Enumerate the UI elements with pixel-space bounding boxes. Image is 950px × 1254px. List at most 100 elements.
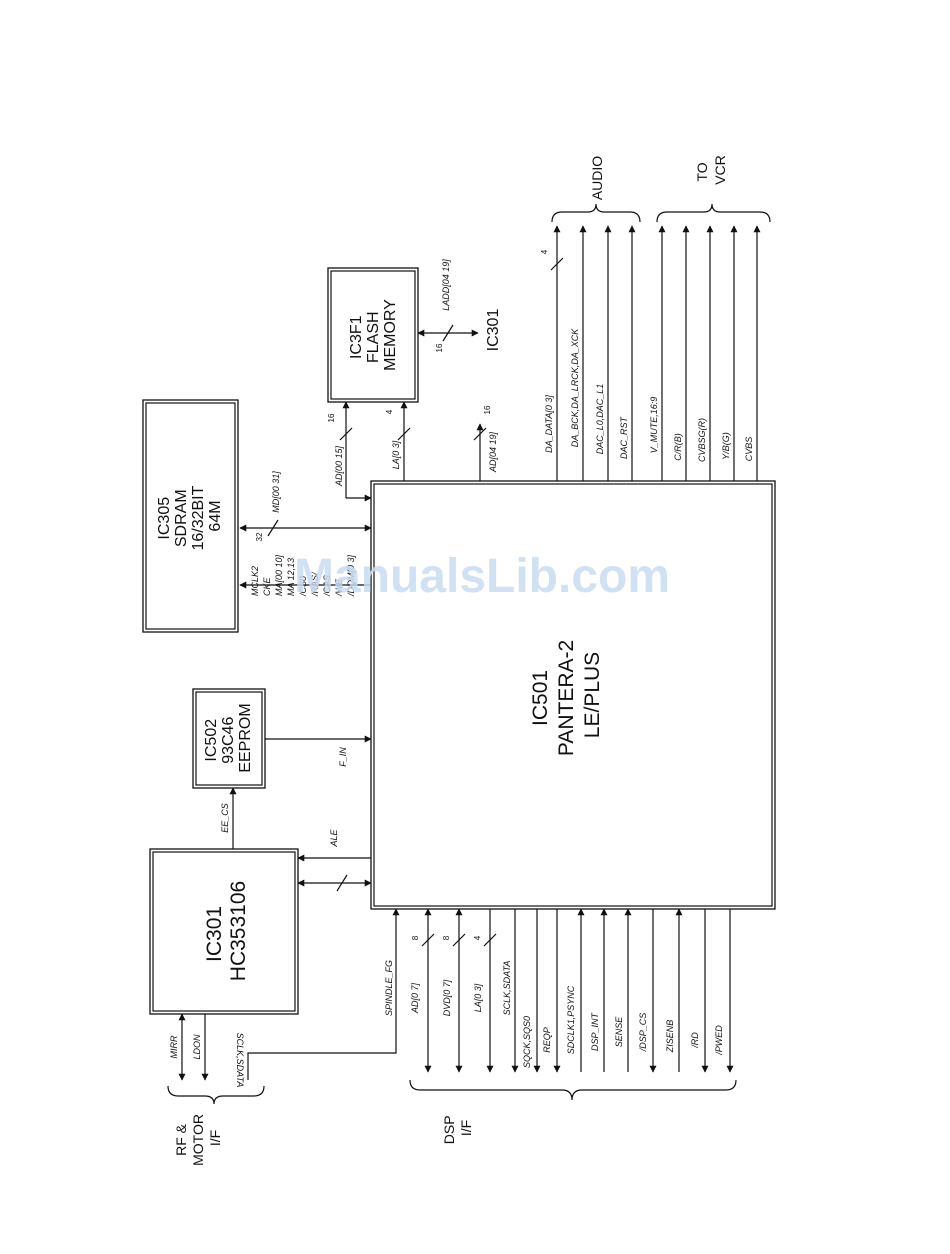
sense-signal: SENSE (614, 1016, 624, 1048)
zisenb-signal: ZISENB (665, 1020, 675, 1054)
ybg-signal: Y/B(G) (721, 432, 731, 460)
vcr-group-label: TO VCR (694, 155, 728, 185)
mirr-signal: MIRR (169, 1035, 179, 1058)
ic305-line-2: SDRAM (173, 489, 190, 547)
flash-la-signal: LA[0 3] (391, 440, 401, 469)
sdram-ctrl-cas: /CAS (322, 575, 332, 597)
ic3f1-block (327, 267, 419, 403)
ic501-label: IC501 PANTERA-2 LE/PLUS (529, 634, 604, 756)
sdclk-signal: SDCLK1,PSYNC (566, 985, 576, 1054)
ad0419-slash (473, 427, 487, 441)
ic3f1-line-3: MEMORY (382, 299, 399, 371)
ic3f1-line-2: FLASH (365, 311, 382, 363)
ic3f1-line-1: IC3F1 (348, 315, 365, 359)
watermark-text: ManualsLib.com (294, 550, 670, 603)
ic502-block (192, 688, 266, 789)
da-data-width: 4 (540, 249, 549, 254)
dsp-label-line-1: DSP (441, 1116, 457, 1145)
ic305-block-inner (145, 402, 236, 630)
cvbs-signal: CVBS (744, 437, 754, 462)
ldon-signal: LDON (192, 1034, 202, 1060)
ic502-line-3: EEPROM (237, 703, 254, 772)
ale-signal: ALE (329, 828, 339, 847)
vcr-brace (656, 203, 771, 223)
spindle-fg-line (247, 908, 400, 1080)
ic305-line-1: IC305 (156, 497, 173, 540)
rf-label-line-2: MOTOR (190, 1114, 206, 1166)
ic301-line-1: IC301 (203, 906, 226, 962)
ic501-line-1: IC501 (529, 670, 552, 726)
cvbsg-signal: CVBSG(R) (697, 418, 707, 462)
vcr-label-line-1: TO (694, 162, 710, 181)
ladd-slash (442, 324, 454, 342)
sdram-ctrl-cs0: /CS0 (298, 576, 308, 597)
dac-l-signal: DAC_L0,DAC_L1 (595, 384, 605, 455)
flash-la-width: 4 (385, 409, 394, 414)
ad07-signal: AD[0 7] (410, 982, 420, 1014)
ic301-block (149, 848, 299, 1015)
rf-label-line-1: RF & (173, 1123, 189, 1156)
rd-signal: /RD (690, 1032, 700, 1049)
audio-brace (551, 203, 641, 223)
ad07-slash (421, 933, 435, 947)
sclk-sdata-signal: SCLK,SDATA (502, 961, 512, 1016)
dvd07-slash (452, 933, 466, 947)
ic501-block (370, 480, 776, 910)
sdram-ctrl-ma0010: MA[00 10] (274, 554, 284, 596)
flash-ad-signal: AD[00 15] (334, 445, 344, 487)
reqp-signal: REQP (542, 1027, 552, 1053)
dsp-brace (409, 1079, 737, 1101)
rf-label-line-3: I/F (207, 1130, 223, 1146)
ic502-line-1: IC502 (203, 719, 220, 762)
da-bck-signal: DA_BCK,DA_LRCK,DA_XCK (570, 328, 580, 448)
sdram-ctrl-cke: CKE (262, 576, 272, 596)
ic305-line-4: 64M (207, 500, 224, 531)
sdram-ctrl-ras: /RAS/ (310, 571, 320, 597)
ic301-line-2: HC353106 (227, 881, 250, 981)
sdram-ctrl-mclk2: MCLK2 (250, 566, 260, 596)
da-data-signal: DA_DATA[0 3] (544, 395, 554, 453)
ic301-ref-label: IC301 (485, 309, 502, 352)
ic305-block (142, 399, 239, 633)
ic301-bus-slash (336, 874, 348, 892)
ic502-line-2: 93C46 (220, 717, 237, 764)
sclk-sdata-rev-signal: SCLK,SDATA (235, 1033, 245, 1088)
ic501-block-inner (373, 483, 773, 907)
pwed-signal: /PWED (714, 1025, 724, 1056)
ad07-width: 8 (411, 935, 420, 940)
sdram-ctrl-we: /WE (334, 578, 344, 597)
ladd-signal: LADD[04 19] (441, 259, 451, 311)
ic3f1-block-inner (330, 270, 416, 400)
la03-signal: LA[0 3] (473, 983, 483, 1012)
ic3f1-label: IC3F1 FLASH MEMORY (348, 299, 399, 371)
md-slash (267, 519, 279, 537)
sdram-ctrl-ma1213: MA 12,13 (286, 558, 296, 596)
la03-slash (483, 933, 497, 947)
crb-signal: C/R(B) (673, 433, 683, 461)
ic502-block-inner (195, 691, 263, 786)
sdram-ctrl-group: MCLK2 CKE MA[00 10] MA 12,13 /CS0 /RAS/ … (250, 554, 356, 597)
rf-brace (167, 1085, 265, 1105)
vcr-label-line-2: VCR (712, 155, 728, 185)
md-width: 32 (255, 532, 264, 541)
ad0419-width: 16 (483, 405, 492, 414)
sdram-ctrl-dqm: /DQM[0 3] (346, 554, 356, 597)
md-signal: MD[00 31] (271, 471, 281, 513)
dvd07-signal: DVD[0 7] (442, 979, 452, 1016)
la03-width: 4 (473, 935, 482, 940)
dac-rst-signal: DAC_RST (619, 415, 629, 459)
dsp-group-label: DSP I/F (441, 1112, 474, 1144)
ic501-line-2: PANTERA-2 (555, 640, 578, 756)
ic502-label: IC502 93C46 EEPROM (203, 703, 254, 772)
flash-ad-slash (339, 427, 353, 441)
dsp-label-line-2: I/F (458, 1120, 474, 1136)
spindle-fg-signal: SPINDLE_FG (384, 960, 394, 1016)
dsp-int-signal: DSP_INT (590, 1011, 600, 1051)
ic501-line-3: LE/PLUS (581, 652, 604, 738)
v-mute-signal: V_MUTE,16:9 (649, 397, 659, 454)
ic301-block-label: IC301 HC353106 (203, 881, 250, 981)
ladd-width: 16 (435, 343, 444, 352)
flash-ad-width: 16 (327, 413, 336, 422)
